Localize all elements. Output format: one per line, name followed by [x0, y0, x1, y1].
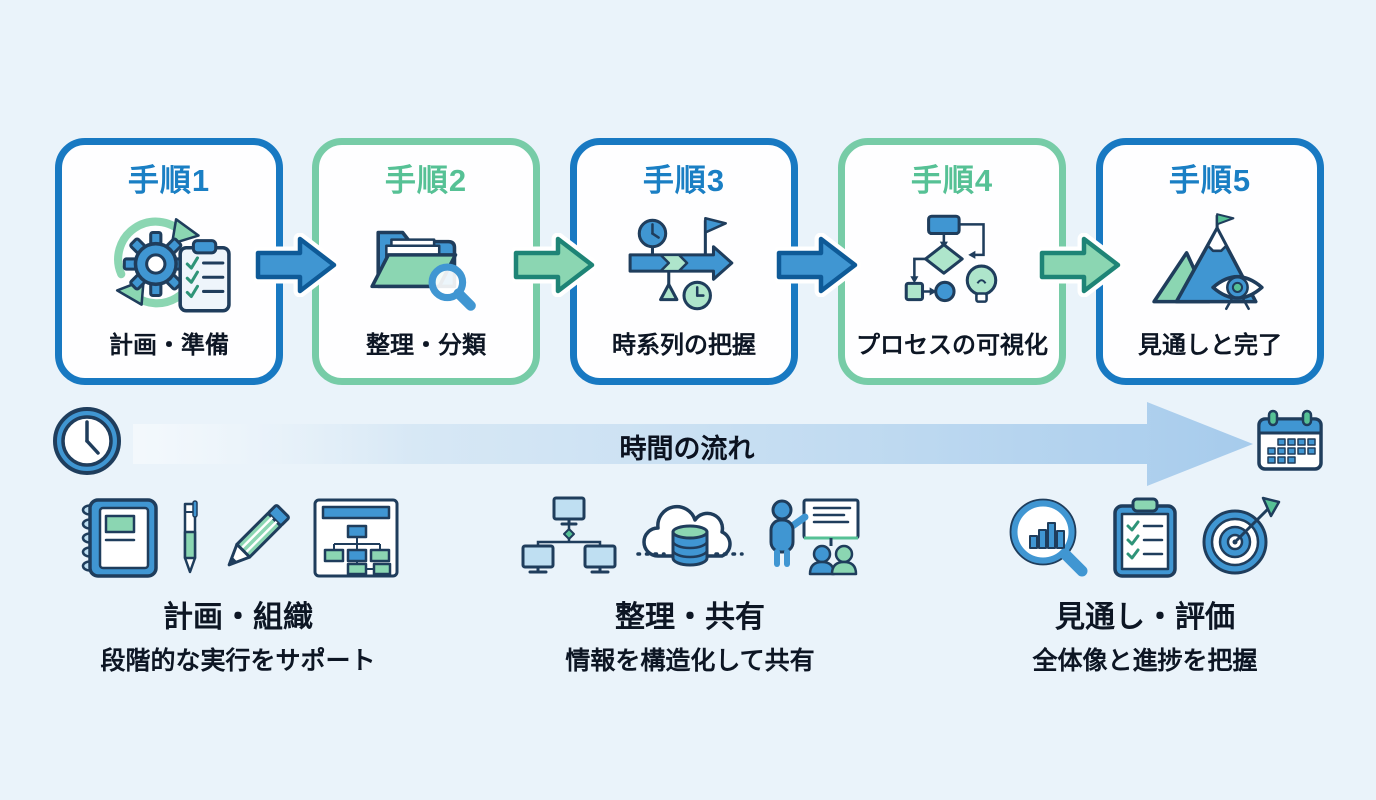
step-arrow-2 — [512, 233, 598, 297]
clipboard-checklist-icon — [1113, 497, 1177, 578]
step-card-1: 手順1 — [55, 138, 283, 385]
flowchart-bulb-icon — [904, 214, 998, 303]
timeline-label: 時間の流れ — [619, 434, 755, 464]
group-subtitle: 情報を構造化して共有 — [565, 647, 815, 675]
cloud-database-icon — [636, 504, 744, 567]
calendar-icon — [1257, 409, 1323, 471]
group-title: 計画・組織 — [163, 601, 313, 634]
target-dart-icon — [1202, 496, 1281, 575]
notebook-icon — [81, 498, 158, 578]
timeline-arrow — [133, 402, 1253, 486]
step-title: 手順3 — [642, 163, 726, 198]
step-arrow-1 — [254, 233, 340, 297]
org-chart-icon — [313, 498, 399, 578]
network-monitors-icon — [521, 496, 617, 574]
step-title: 手順5 — [1168, 163, 1252, 198]
step-label: プロセスの可視化 — [856, 332, 1048, 359]
cycle-gear-clipboard-icon — [114, 217, 231, 313]
presenter-icon — [769, 498, 860, 576]
pencil-icon — [227, 504, 290, 567]
step-arrow-3 — [775, 233, 861, 297]
group-title: 整理・共有 — [615, 601, 765, 634]
timeline-flag-icon — [628, 216, 734, 310]
group-subtitle: 全体像と進捗を把握 — [1032, 647, 1258, 675]
feature-group-planning: 計画・組織 段階的な実行をサポート — [60, 494, 416, 677]
step-card-5: 手順5 見通しと完了 — [1096, 138, 1324, 385]
folder-search-icon — [370, 230, 476, 311]
step-label: 見通しと完了 — [1138, 332, 1282, 359]
step-label: 整理・分類 — [366, 332, 486, 359]
pen-icon — [183, 500, 198, 574]
feature-group-review: 見通し・評価 全体像と進捗を把握 — [973, 494, 1317, 677]
step-arrow-4 — [1038, 233, 1124, 297]
step-card-3: 手順3 時系列の把握 — [570, 138, 798, 385]
group-subtitle: 段階的な実行をサポート — [100, 647, 376, 675]
group-title: 見通し・評価 — [1055, 601, 1235, 634]
clock-icon — [53, 407, 121, 475]
step-label: 計画・準備 — [109, 332, 229, 359]
feature-group-sharing: 整理・共有 情報を構造化して共有 — [517, 494, 863, 677]
step-card-4: 手順4 — [838, 138, 1066, 385]
step-title: 手順2 — [384, 163, 468, 198]
step-label: 時系列の把握 — [612, 332, 756, 359]
step-card-2: 手順2 整理・分類 — [312, 138, 540, 385]
step-title: 手順1 — [127, 163, 211, 198]
mountain-eye-icon — [1152, 212, 1264, 310]
magnifier-chart-icon — [1009, 498, 1088, 577]
step-title: 手順4 — [910, 163, 994, 198]
